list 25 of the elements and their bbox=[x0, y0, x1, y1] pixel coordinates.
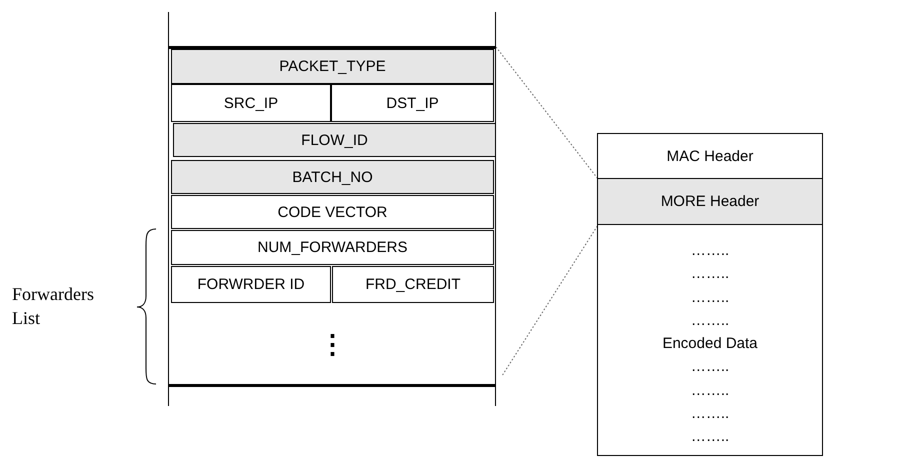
placeholder-dots: …….. bbox=[690, 404, 730, 424]
header-field: DST_IP bbox=[331, 84, 494, 122]
header-field: BATCH_NO bbox=[171, 160, 494, 194]
header-field: FRD_CREDIT bbox=[332, 266, 494, 303]
placeholder-dots: …….. bbox=[690, 427, 730, 448]
header-field: PACKET_TYPE bbox=[171, 49, 494, 84]
placeholder-dots: …….. bbox=[690, 241, 730, 261]
zoom-line bbox=[496, 46, 598, 180]
header-field: MORE Header bbox=[598, 179, 822, 225]
header-field: SRC_IP bbox=[171, 84, 331, 122]
header-field: FORWRDER ID bbox=[171, 266, 331, 303]
placeholder-dots: …….. bbox=[690, 310, 730, 331]
placeholder-dots: …….. bbox=[690, 380, 730, 401]
header-field: NUM_FORWARDERS bbox=[171, 230, 494, 265]
header-field: FLOW_ID bbox=[173, 123, 496, 157]
continuation-dots: ⋮ bbox=[171, 305, 494, 383]
packet-frame bbox=[168, 12, 496, 406]
section-label: Encoded Data bbox=[661, 334, 759, 354]
placeholder-dots: …….. bbox=[690, 357, 730, 378]
group-label: Forwarders List bbox=[12, 283, 95, 330]
placeholder-dots: …….. bbox=[690, 288, 730, 308]
packet-box bbox=[597, 133, 823, 456]
placeholder-dots: …….. bbox=[690, 264, 730, 284]
zoom-line bbox=[502, 224, 598, 376]
header-field: CODE VECTOR bbox=[171, 195, 494, 229]
